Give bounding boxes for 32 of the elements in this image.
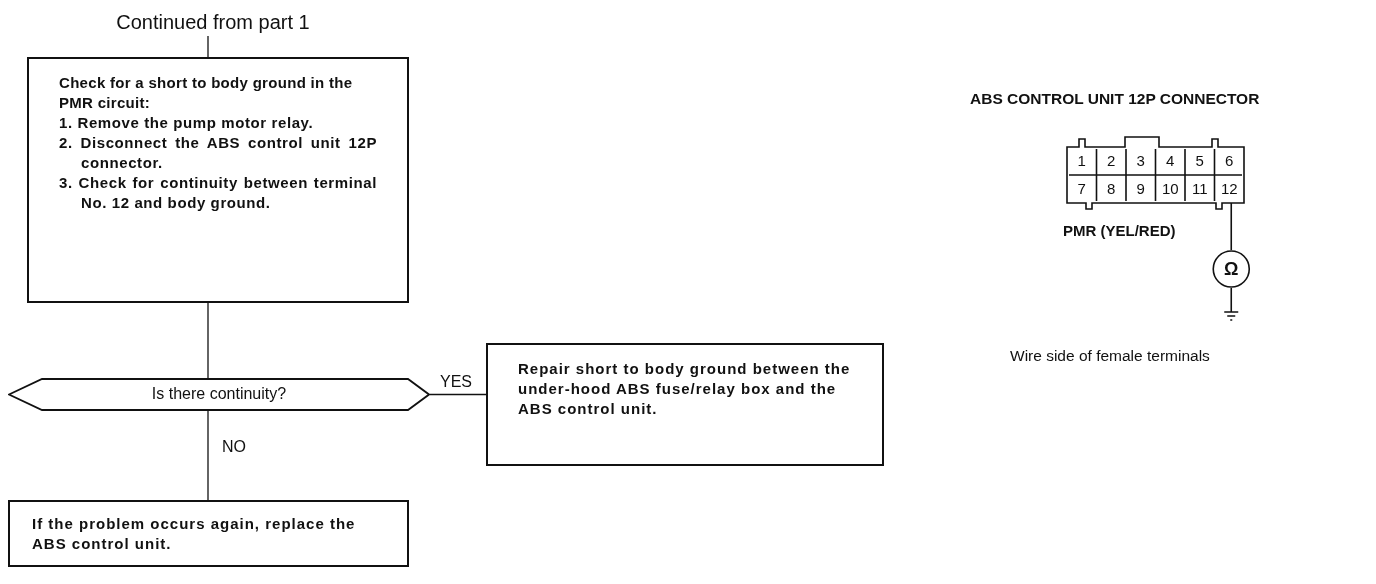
- question-text: Is there continuity?: [150, 385, 288, 403]
- instruction-text: If the problem occurs again, replace the ABS control unit.: [32, 514, 357, 554]
- wire-label: PMR (YEL/RED): [1063, 222, 1176, 239]
- pin-number: 5: [1194, 152, 1205, 170]
- pin-number: 11: [1190, 180, 1209, 198]
- pin-number: 2: [1106, 152, 1117, 170]
- pin-number: 8: [1106, 180, 1117, 198]
- pin-number: 6: [1224, 152, 1235, 170]
- pin-number: 4: [1165, 152, 1176, 170]
- step-text: 1. Remove the pump motor relay.: [59, 113, 315, 133]
- step-text: 2. Disconnect the ABS control unit 12P connector.: [59, 133, 377, 173]
- connector-line: [207, 302, 209, 379]
- continuation-text: Continued from part 1: [115, 10, 311, 35]
- decision-hexagon: [8, 378, 430, 411]
- connector-line: [207, 410, 209, 501]
- view-note: Wire side of female terminals: [1010, 347, 1210, 365]
- pin-number: 3: [1135, 152, 1146, 170]
- pin-number: 7: [1076, 180, 1087, 198]
- connector-title: ABS CONTROL UNIT 12P CONNECTOR: [970, 90, 1260, 108]
- connector-line: [207, 35, 209, 58]
- ohm-symbol: Ω: [1223, 258, 1240, 280]
- step-text: 3. Check for continuity between terminal No. 12 and body ground.: [59, 173, 377, 213]
- pin-number: 9: [1135, 180, 1146, 198]
- pin-number: 12: [1219, 180, 1239, 198]
- process-box: [486, 343, 884, 466]
- process-box: [8, 500, 409, 567]
- connector-line: [429, 393, 487, 396]
- process-box: [27, 57, 409, 303]
- instruction-text: Repair short to body ground between the under-hood ABS fuse/relay box and the ABS control unit.: [518, 359, 852, 419]
- pin-number: 1: [1076, 152, 1087, 170]
- pin-number: 10: [1160, 180, 1180, 198]
- heading-text: Check for a short to body ground in the PMR circuit:: [59, 73, 354, 113]
